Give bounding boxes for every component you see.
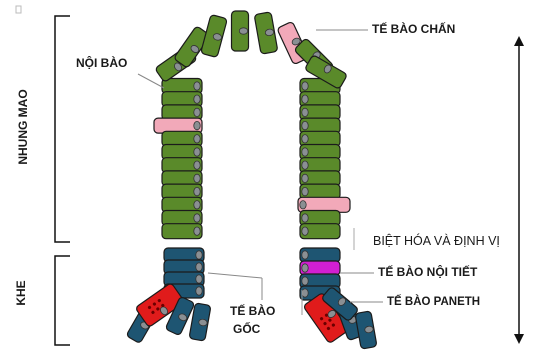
leader-te-bao-goc-branch [208, 273, 262, 278]
enterocyte-tip [232, 11, 249, 51]
label-te-bao-paneth: TẾ BÀO PANETH [387, 296, 480, 308]
arrow-head-down [514, 334, 524, 344]
label-te-bao-chan: TẾ BÀO CHẤN [372, 22, 455, 36]
label-te-bao-goc-line1: TẾ BÀO [230, 304, 275, 318]
arrow-head-up [514, 36, 524, 46]
bracket-nhung-mao [55, 16, 70, 242]
enterocyte-left [162, 224, 202, 239]
crypt-cell-right [300, 248, 340, 262]
enterocyte-right [300, 224, 340, 239]
enterocyte-tip [254, 12, 278, 54]
enterocyte-tip [201, 14, 228, 57]
bracket-khe [55, 256, 70, 345]
label-te-bao-noi-tiet: TẾ BÀO NỘI TIẾT [378, 265, 477, 279]
label-khe: KHE [14, 273, 28, 313]
label-nhung-mao: NHUNG MAO [16, 82, 30, 172]
enteroendocrine-cell [300, 261, 340, 275]
label-biet-hoa: BIỆT HÓA VÀ ĐỊNH VỊ [373, 234, 500, 248]
corner-marker [16, 6, 21, 13]
label-noi-bao: NỘI BÀO [76, 56, 127, 70]
crypt-base-cell [355, 311, 377, 349]
cells-group [126, 11, 377, 349]
label-te-bao-goc-line2: GỐC [233, 322, 260, 336]
